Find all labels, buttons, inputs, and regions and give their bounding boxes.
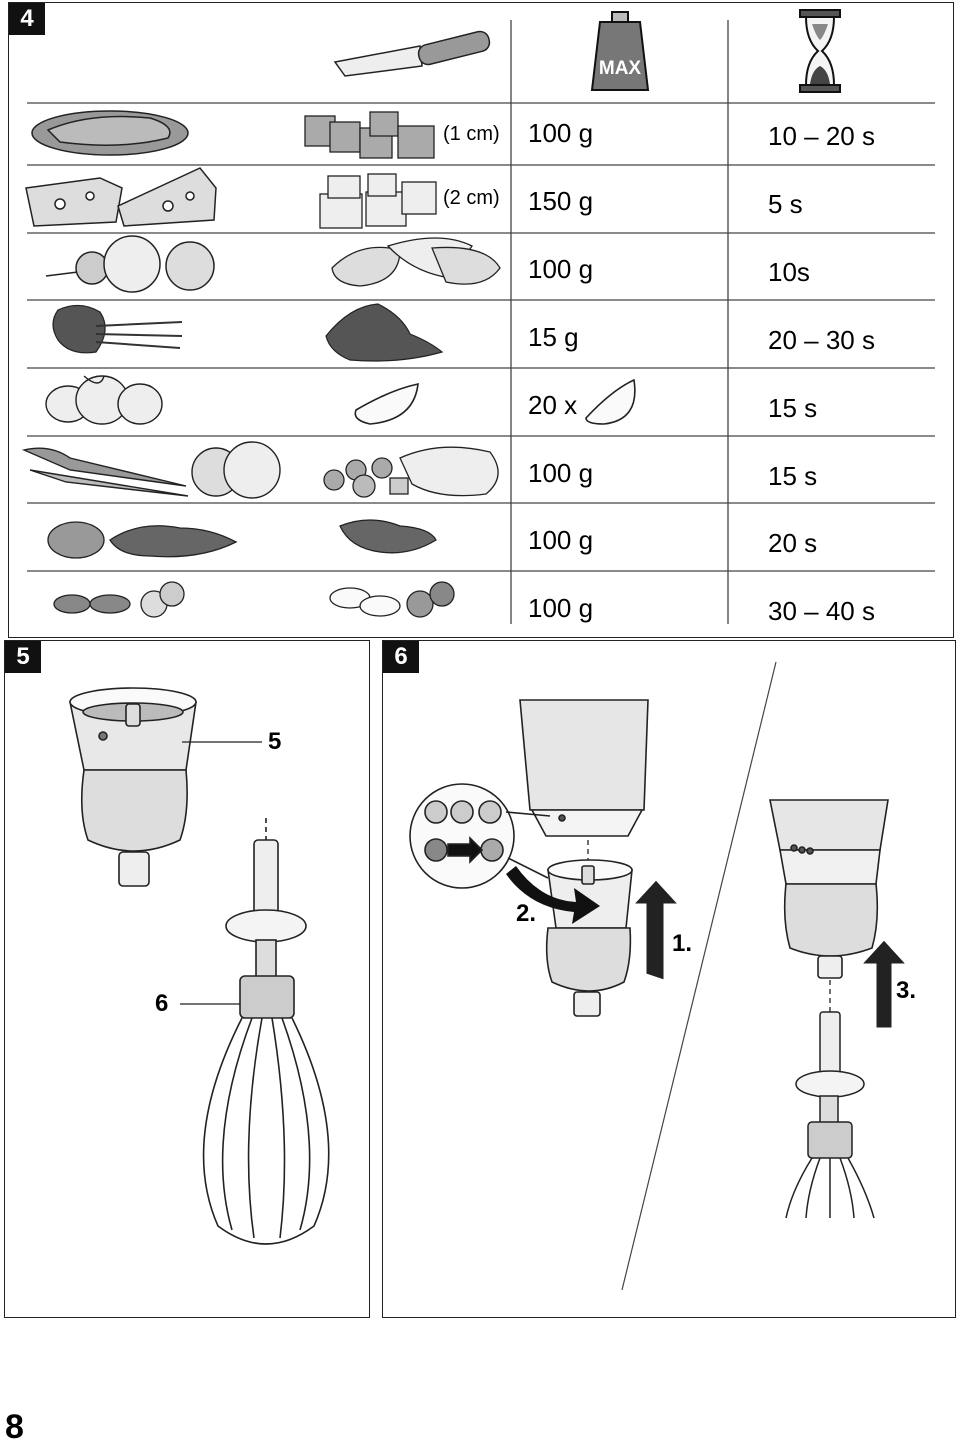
amount-row-3: 100 g	[528, 254, 594, 284]
amount-row-7: 100 g	[528, 525, 594, 555]
step-2-label: 2.	[516, 900, 537, 927]
whisk-gear-attachment	[69, 687, 197, 887]
amount-row-2: 150 g	[528, 186, 594, 216]
up-arrow-icon-1	[632, 879, 680, 981]
time-row-7: 20 s	[768, 528, 818, 558]
carrot-onion-icon	[21, 441, 281, 499]
cheese-cubes-icon	[319, 173, 437, 229]
weight-icon	[590, 11, 650, 91]
panel-6-badge: 6	[383, 641, 419, 673]
hourglass-icon	[799, 9, 841, 93]
chopped-carrot-onion-icon	[323, 446, 499, 498]
walnut-parsley-icon	[47, 521, 238, 559]
magnified-detail	[409, 783, 551, 889]
up-arrow-icon-3	[860, 939, 908, 1029]
chopped-herbs-icon	[325, 303, 444, 362]
amount-row-8: 100 g	[528, 593, 594, 623]
time-row-6: 15 s	[768, 461, 818, 491]
amount-row-1: 100 g	[528, 118, 594, 148]
cheese-icon	[25, 167, 217, 227]
motor-unit	[519, 699, 649, 837]
time-row-8: 30 – 40 s	[768, 596, 875, 626]
onion-icon	[45, 235, 215, 293]
garlic-clove-icon	[354, 382, 419, 425]
meat-icon	[31, 110, 189, 156]
amount-row-4: 15 g	[528, 322, 579, 352]
size-label-row-1: (1 cm)	[443, 123, 500, 145]
almond-nutmeg-icon	[53, 581, 185, 618]
table-grid	[27, 20, 935, 624]
panel-6: 6	[382, 640, 956, 1318]
garlic-clove-small-icon	[585, 378, 636, 425]
step-3-label: 3.	[896, 977, 917, 1004]
whisk	[202, 818, 330, 1245]
rotate-arrow-icon	[506, 866, 600, 924]
time-row-2: 5 s	[768, 189, 803, 219]
panel-4-badge: 4	[9, 3, 45, 35]
chopped-almond-nutmeg-icon	[329, 581, 455, 618]
panel-5-badge: 5	[5, 641, 41, 673]
size-label-row-2: (2 cm)	[443, 187, 500, 209]
max-label: MAX	[599, 58, 642, 79]
callout-whisk-number: 6	[155, 990, 169, 1017]
panel-6-divider	[621, 661, 777, 1291]
onion-slices-icon	[331, 237, 501, 287]
time-row-3: 10s	[768, 257, 810, 287]
time-row-4: 20 – 30 s	[768, 325, 875, 355]
time-row-5: 15 s	[768, 393, 818, 423]
callout-gear-number: 5	[268, 728, 282, 755]
amount-row-6: 100 g	[528, 458, 594, 488]
gear-unit	[545, 859, 633, 1017]
chopped-walnut-parsley-icon	[339, 519, 437, 554]
whisk-partial	[785, 1011, 875, 1219]
meat-cubes-icon	[304, 111, 435, 159]
knife-icon	[333, 30, 491, 77]
time-row-1: 10 – 20 s	[768, 121, 875, 151]
herbs-icon	[52, 304, 183, 354]
garlic-icon	[45, 375, 163, 425]
amount-row-5: 20 x	[528, 390, 578, 420]
page-number: 8	[5, 1408, 24, 1446]
assembled-unit	[769, 799, 889, 979]
step-1-label: 1.	[672, 930, 693, 957]
